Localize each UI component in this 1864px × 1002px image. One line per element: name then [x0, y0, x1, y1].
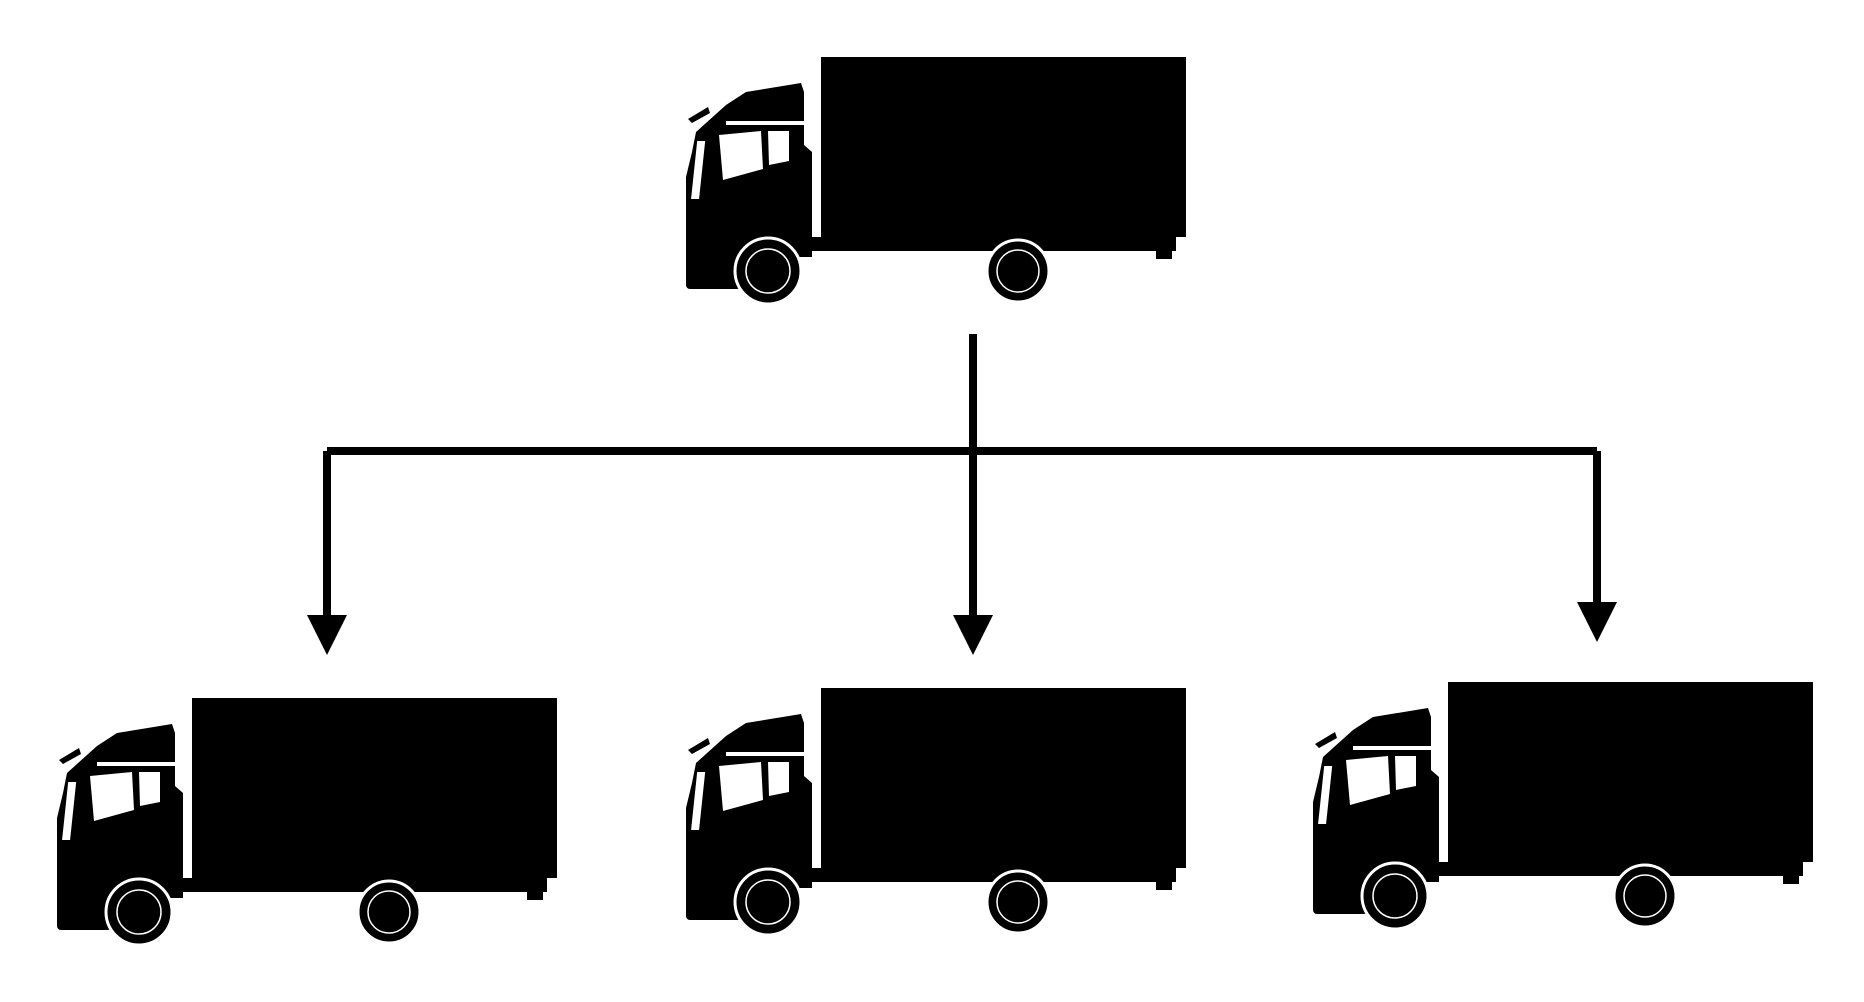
connector-lines [323, 334, 1601, 616]
arrowhead-left-icon [307, 615, 347, 655]
truck-icon [55, 696, 559, 947]
truck-icon [684, 686, 1188, 937]
truck-icon [1311, 680, 1815, 931]
truck-icon [684, 55, 1188, 306]
arrowhead-right-icon [1577, 602, 1617, 642]
arrowhead-center-icon [953, 615, 993, 655]
